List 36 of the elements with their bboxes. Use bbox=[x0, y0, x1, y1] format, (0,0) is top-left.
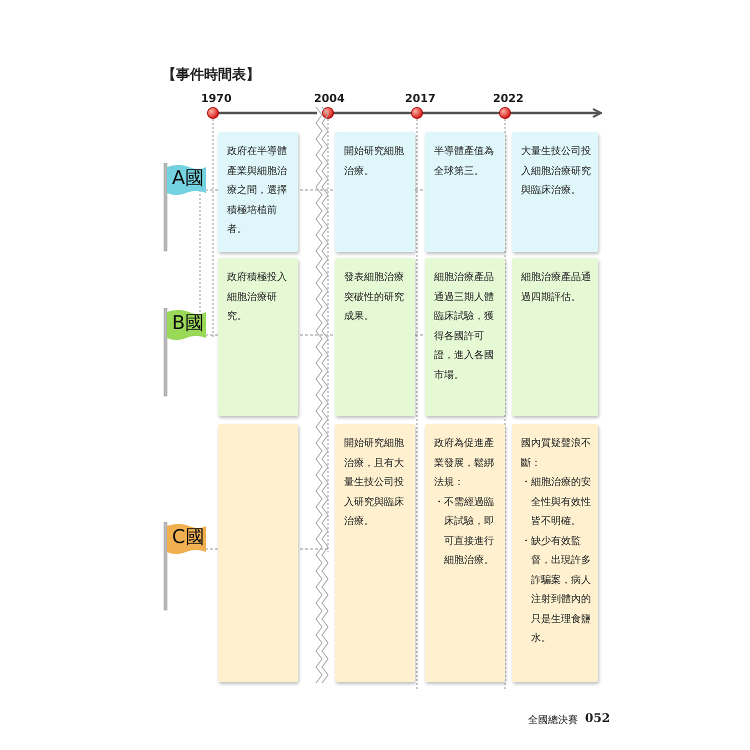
event-card bbox=[512, 424, 598, 682]
bullet-item: ・細胞治療的安全性與有效性皆不明確。 bbox=[521, 476, 592, 529]
event-card bbox=[425, 424, 505, 682]
event-card bbox=[335, 258, 415, 416]
event-text: 大量生技公司投入細胞治療研究與臨床治療。 bbox=[521, 144, 592, 198]
event-card bbox=[218, 424, 298, 682]
country-flag: C國 bbox=[163, 522, 207, 612]
event-text: 開始研究細胞治療。 bbox=[344, 144, 405, 178]
country-flag: A國 bbox=[163, 163, 207, 253]
event-card bbox=[425, 258, 505, 416]
year-label: 2004 bbox=[314, 92, 345, 105]
event-card bbox=[218, 132, 298, 252]
event-text: 發表細胞治療突破性的研究成果。 bbox=[344, 270, 405, 324]
year-label: 2017 bbox=[405, 92, 436, 105]
event-card bbox=[335, 132, 415, 252]
event-text: 國內質疑聲浪不斷： bbox=[521, 436, 592, 470]
year-label: 1970 bbox=[201, 92, 232, 105]
event-text: 政府在半導體產業與細胞治療之間，選擇積極培植前者。 bbox=[227, 144, 288, 237]
event-card bbox=[218, 258, 298, 416]
year-label: 2022 bbox=[493, 92, 524, 105]
event-text: 半導體產值為全球第三。 bbox=[434, 144, 495, 178]
bullet-item: ・缺少有效監督，出現許多詐騙案，病人注射到體內的只是生理食鹽水。 bbox=[521, 534, 592, 646]
country-flag: B國 bbox=[163, 308, 207, 398]
event-text: 細胞治療產品通過四期評估。 bbox=[521, 270, 592, 304]
event-card bbox=[512, 132, 598, 252]
event-card bbox=[335, 424, 415, 682]
event-text: 政府積極投入細胞治療研究。 bbox=[227, 270, 288, 324]
event-card bbox=[425, 132, 505, 252]
section-title: 【事件時間表】 bbox=[162, 66, 260, 84]
event-text: 開始研究細胞治療，且有大量生技公司投入研究與臨床治療。 bbox=[344, 436, 405, 529]
footer-text: 全國總決賽 bbox=[528, 714, 578, 727]
event-text: 細胞治療產品通過三期人體臨床試驗，獲得各國許可證，進入各國市場。 bbox=[434, 270, 495, 382]
page-number: 052 bbox=[585, 711, 610, 725]
bullet-item: ・不需經過臨床試驗，即可直接進行細胞治療。 bbox=[434, 496, 495, 568]
event-text: 政府為促進產業發展，鬆綁法規： bbox=[434, 436, 495, 490]
event-card bbox=[512, 258, 598, 416]
